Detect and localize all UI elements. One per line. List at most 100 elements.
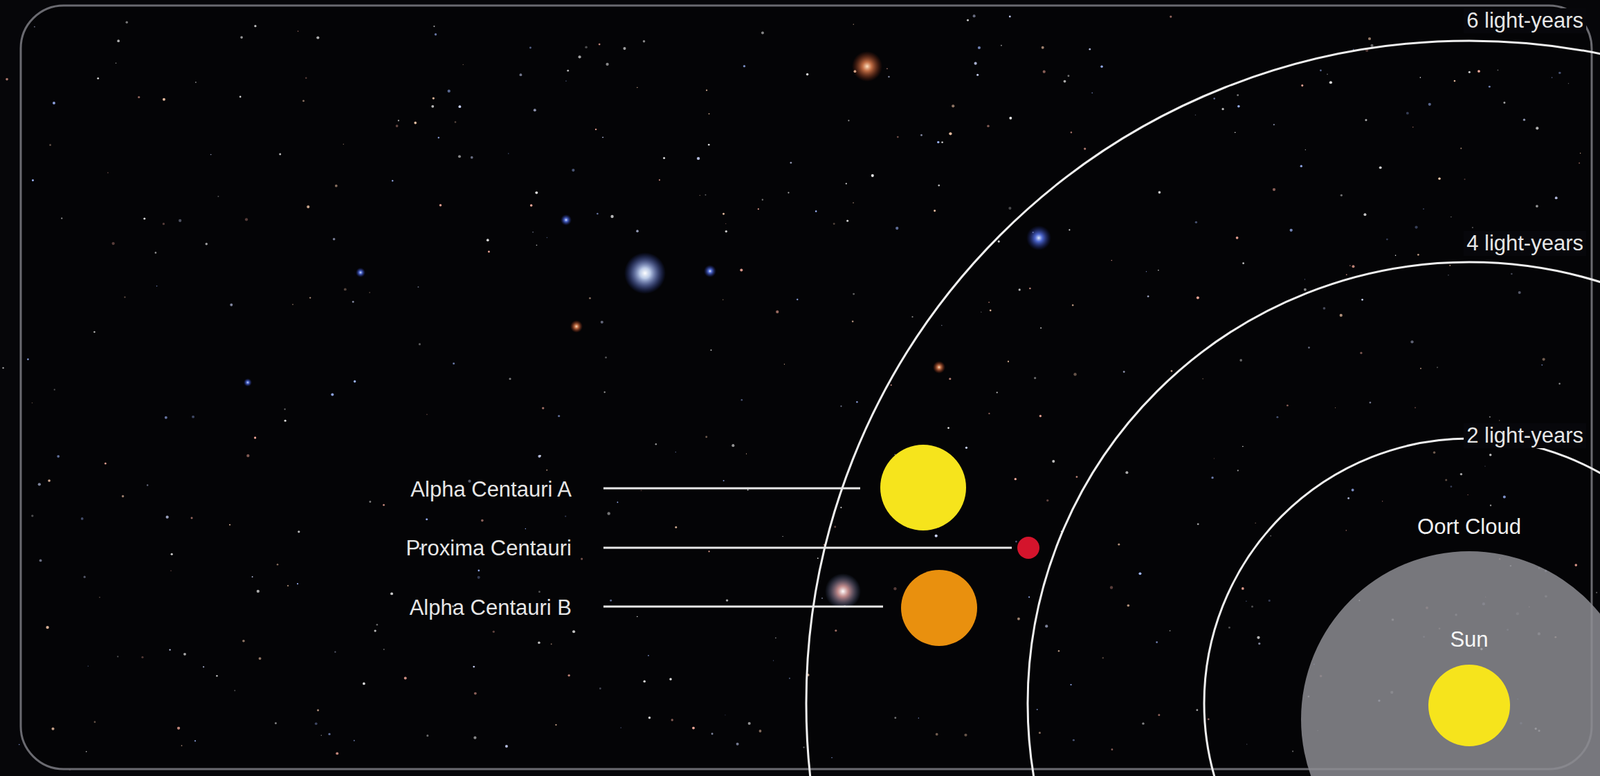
star: [1460, 148, 1462, 150]
star: [965, 447, 968, 450]
star: [724, 714, 726, 716]
star: [1256, 636, 1260, 640]
star: [648, 716, 652, 720]
star: [486, 238, 490, 242]
star: [1329, 80, 1333, 84]
star: [1489, 504, 1492, 506]
star: [1300, 164, 1303, 167]
star: [1535, 126, 1539, 130]
star: [1542, 357, 1546, 361]
star: [853, 23, 854, 25]
star: [352, 301, 355, 304]
star: [1307, 346, 1311, 349]
star: [572, 630, 576, 634]
distance-rings: [806, 40, 1600, 776]
star: [1551, 76, 1553, 78]
star: [242, 640, 245, 643]
star: [1041, 46, 1045, 50]
star: [1369, 402, 1372, 405]
star: [191, 415, 195, 419]
star: [334, 651, 336, 653]
star: [636, 616, 639, 618]
star: [669, 678, 672, 681]
star: [181, 745, 183, 747]
star: [96, 77, 99, 80]
star: [846, 220, 849, 223]
star: [722, 298, 724, 301]
star: [462, 64, 464, 66]
star: [49, 143, 52, 147]
star: [52, 101, 56, 105]
star: [1147, 295, 1150, 298]
star: [278, 153, 281, 156]
star: [1213, 97, 1215, 99]
star: [1221, 107, 1224, 111]
star: [256, 590, 260, 594]
star: [707, 143, 711, 147]
star: [1237, 469, 1239, 472]
star: [458, 155, 461, 158]
star: [1170, 370, 1174, 373]
star: [51, 728, 54, 731]
star: [395, 124, 399, 128]
star: [164, 416, 168, 420]
star: [658, 179, 661, 181]
star: [988, 301, 990, 304]
star: [229, 303, 233, 307]
star: [116, 656, 119, 658]
star: [316, 35, 320, 39]
star: [1518, 291, 1522, 295]
star: [541, 406, 544, 409]
star: [570, 320, 583, 333]
star: [911, 316, 913, 318]
star: [2, 367, 4, 369]
star: [355, 267, 366, 278]
star: [806, 73, 809, 76]
star: [1008, 116, 1012, 120]
star: [1000, 44, 1003, 47]
star: [821, 597, 823, 600]
star: [94, 721, 97, 724]
star: [274, 722, 277, 725]
star: [773, 660, 774, 661]
star: [1541, 364, 1543, 367]
star: [1276, 416, 1279, 419]
star: [1334, 407, 1336, 409]
star: [431, 105, 434, 108]
star: [602, 137, 604, 139]
star: [1323, 307, 1326, 311]
star: [643, 680, 646, 683]
star: [1269, 535, 1272, 538]
star: [607, 512, 611, 515]
star: [886, 68, 888, 70]
star: [790, 161, 793, 165]
star: [1370, 44, 1374, 48]
star: [1258, 642, 1261, 645]
star: [1251, 605, 1254, 608]
star: [1292, 750, 1294, 753]
star: [840, 405, 842, 407]
star: [1347, 497, 1350, 500]
star: [1088, 48, 1091, 51]
star: [1067, 74, 1070, 77]
star: [550, 643, 553, 645]
star: [343, 143, 344, 145]
star: [834, 629, 837, 632]
star: [1036, 709, 1039, 711]
star: [1523, 119, 1526, 122]
star: [26, 358, 30, 361]
star: [890, 384, 893, 387]
star: [757, 208, 760, 210]
star: [784, 364, 785, 365]
star: [647, 655, 650, 657]
star: [1289, 229, 1293, 232]
star: [1273, 123, 1275, 126]
star: [948, 377, 951, 380]
star: [309, 296, 311, 299]
star: [1412, 126, 1414, 128]
star: [817, 557, 819, 560]
star: [1497, 69, 1499, 72]
star: [1111, 260, 1113, 262]
star: [104, 462, 107, 466]
